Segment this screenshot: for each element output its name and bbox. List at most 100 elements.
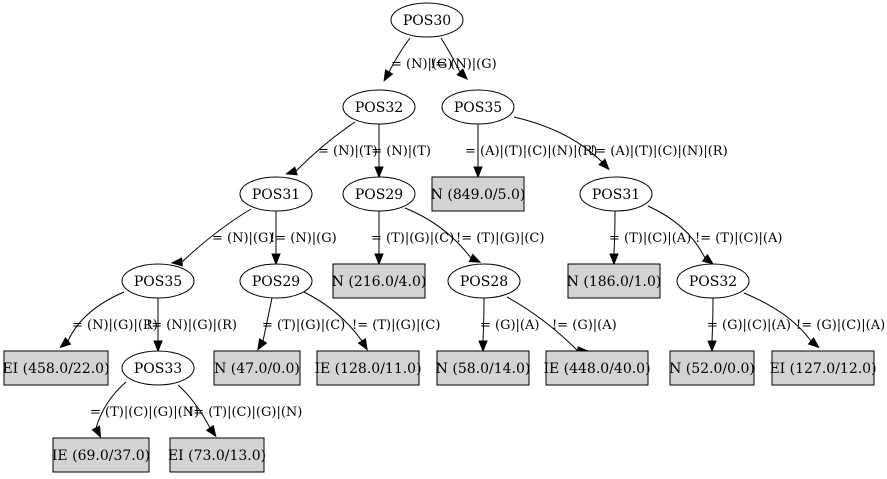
split-attribute-label: POS35 (134, 274, 182, 290)
edge-line (181, 208, 252, 263)
tree-edge: != (T)|(C)|(A) (647, 205, 782, 265)
leaf-label: N (52.0/0.0) (669, 361, 755, 377)
leaf-box (669, 350, 755, 386)
edge-condition-label: = (T)|(G)|(C) (371, 231, 454, 246)
tree-edge: != (T)|(C)|(G)|(N) (177, 384, 302, 438)
split-ellipse (342, 89, 416, 125)
split-node: POS32 (676, 263, 750, 299)
tree-edge: != (A)|(T)|(C)|(N)|(R) (513, 116, 728, 171)
edge-condition-label: != (G)|(A) (552, 318, 617, 333)
edge-line (482, 297, 485, 342)
arrow-head (383, 69, 394, 82)
leaf-box (545, 350, 649, 386)
leaf-label: EI (127.0/12.0) (769, 361, 876, 377)
edge-line (647, 205, 706, 259)
leaf-label: EI (73.0/13.0) (168, 448, 266, 464)
tree-edge: != (T)|(G)|(C) (303, 291, 440, 351)
split-ellipse (239, 263, 313, 299)
edge-line (404, 207, 472, 259)
leaf-node: EI (73.0/13.0) (168, 437, 266, 473)
split-ellipse (579, 176, 653, 212)
arrow-head (473, 166, 483, 179)
leaf-box (332, 263, 426, 299)
edge-line (711, 297, 714, 342)
edge-line (295, 121, 356, 172)
edge-condition-label: = (G)|(A) (480, 318, 539, 333)
split-ellipse (676, 263, 750, 299)
split-attribute-label: POS33 (134, 361, 182, 377)
split-ellipse (447, 263, 521, 299)
split-attribute-label: POS32 (689, 274, 737, 290)
leaf-node: IE (69.0/37.0) (52, 437, 150, 473)
arrow-head (609, 253, 619, 266)
tree-edge: != (T)|(G)|(C) (404, 207, 544, 263)
edge-line (67, 291, 125, 342)
arrow-head (478, 340, 488, 353)
edge-condition-label: != (N)|(G) (430, 57, 497, 72)
leaf-label: IE (69.0/37.0) (52, 448, 150, 464)
tree-edge: != (G)|(C)|(A) (743, 292, 885, 349)
tree-edge: != (N)|(G) (270, 211, 337, 266)
tree-edge: = (G)|(C)|(A) (707, 297, 791, 353)
leaf-label: N (849.0/5.0) (431, 187, 526, 203)
edge-condition-label: = (G)|(C)|(A) (707, 318, 791, 333)
arrow-head (205, 424, 217, 438)
split-attribute-label: POS31 (592, 187, 640, 203)
edge-condition-label: = (T)|(C)|(G)|(N) (90, 405, 199, 420)
tree-edge: = (N)|(G) (170, 208, 273, 267)
edge-line (613, 210, 616, 255)
split-node: POS31 (579, 176, 653, 212)
arrow-head (807, 337, 820, 349)
edge-condition-label: != (N)|(G) (270, 231, 337, 246)
split-node: POS32 (342, 89, 416, 125)
leaf-label: N (216.0/4.0) (332, 274, 427, 290)
split-attribute-label: POS31 (252, 187, 300, 203)
leaf-label: EI (458.0/22.0) (2, 361, 109, 377)
edge-line (513, 116, 603, 163)
arrow-head (701, 253, 715, 265)
edge-condition-label: != (T)|(C)|(A) (695, 231, 782, 246)
edge-condition-label: = (N)|(G)|(R) (72, 318, 158, 333)
edge-condition-label: = (N)|(G) (391, 57, 452, 72)
split-node: POS28 (447, 263, 521, 299)
edge-condition-label: != (N)|(G)|(R) (146, 318, 237, 333)
tree-edge: != (N)|(T) (366, 123, 431, 179)
leaf-node: EI (458.0/22.0) (2, 350, 110, 386)
split-node: POS29 (342, 176, 416, 212)
split-ellipse (239, 176, 313, 212)
edge-condition-label: = (T)|(C)|(A) (609, 231, 691, 246)
arrow-head (257, 338, 268, 351)
leaf-label: N (186.0/1.0) (567, 274, 662, 290)
leaf-box (169, 437, 265, 473)
tree-edge: = (G)|(A) (478, 297, 539, 353)
split-ellipse (441, 89, 515, 125)
arrow-head (153, 340, 163, 353)
split-ellipse (390, 2, 464, 38)
split-attribute-label: POS30 (403, 13, 451, 29)
arrow-head (598, 158, 610, 171)
edge-line (95, 381, 127, 429)
leaf-label: N (58.0/14.0) (436, 361, 531, 377)
leaf-box (3, 350, 109, 386)
leaf-box (567, 263, 661, 299)
arrow-head (456, 68, 469, 81)
split-attribute-label: POS29 (252, 274, 300, 290)
edge-condition-label: != (T)|(G)|(C) (352, 318, 440, 333)
leaf-label: IE (128.0/11.0) (314, 361, 421, 377)
edge-condition-label: != (T)|(G)|(C) (456, 231, 544, 246)
tree-edge: = (N)|(T) (285, 121, 378, 176)
split-node: POS33 (121, 350, 195, 386)
split-node: POS35 (121, 263, 195, 299)
edge-line (177, 384, 211, 429)
edge-line (743, 292, 812, 342)
edge-line (440, 37, 461, 73)
edge-condition-label: = (N)|(G) (212, 231, 273, 246)
edges-layer: = (N)|(G)!= (N)|(G)= (N)|(T)!= (N)|(T)= … (59, 37, 885, 439)
leaf-box (316, 350, 420, 386)
arrow-head (271, 253, 281, 266)
arrow-head (357, 338, 368, 351)
edge-condition-label: != (A)|(T)|(C)|(N)|(R) (590, 144, 728, 159)
split-node: POS31 (239, 176, 313, 212)
leaf-box (771, 350, 875, 386)
